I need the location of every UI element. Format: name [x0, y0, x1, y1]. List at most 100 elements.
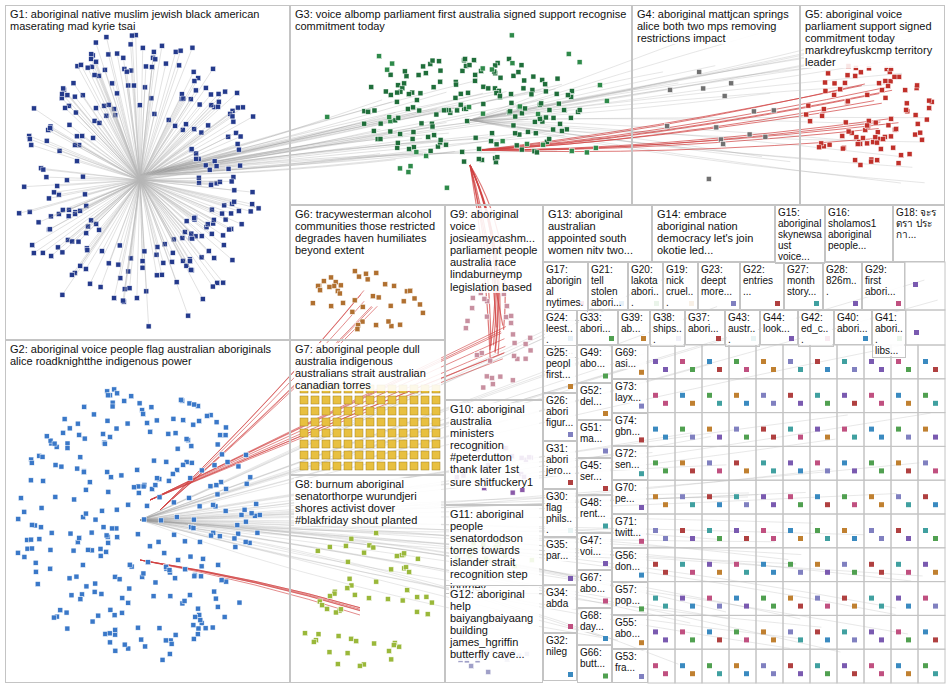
- vertex-icon: [854, 135, 859, 140]
- vertex-icon: [761, 596, 766, 601]
- vertex-icon: [798, 502, 803, 507]
- vertex-icon: [151, 49, 156, 54]
- vertex-icon: [815, 663, 820, 668]
- vertex-icon: [239, 222, 244, 227]
- vertex-icon: [609, 336, 614, 341]
- vertex-icon: [162, 551, 167, 556]
- spoke-line: [140, 180, 195, 217]
- vertex-icon: [173, 576, 178, 581]
- vertex-icon: [519, 111, 524, 116]
- vertex-icon: [206, 249, 211, 254]
- vertex-icon: [145, 560, 150, 565]
- group-box: G28: 826m...: [823, 262, 862, 310]
- vertex-icon: [352, 592, 357, 597]
- vertex-icon: [512, 340, 517, 345]
- vertex-icon: [434, 112, 439, 117]
- vertex-icon: [190, 45, 195, 50]
- vertex-icon: [883, 79, 888, 84]
- group-cell: [837, 379, 864, 413]
- vertex-icon: [89, 530, 94, 535]
- edge-line: [140, 104, 466, 175]
- vertex-icon: [107, 631, 112, 636]
- group-label: G33: abori...: [579, 312, 616, 334]
- vertex-icon: [137, 103, 142, 108]
- vertex-icon: [915, 121, 920, 126]
- group-label: G14: embrace aboriginal nation democracy…: [656, 208, 771, 256]
- spoke-line: [34, 180, 140, 253]
- spoke-line: [140, 159, 196, 180]
- vertex-icon: [663, 570, 668, 575]
- vertex-icon: [106, 102, 111, 107]
- vertex-icon: [141, 571, 146, 576]
- vertex-icon: [366, 462, 374, 470]
- vertex-icon: [906, 367, 911, 372]
- vertex-icon: [476, 157, 481, 162]
- vertex-icon: [865, 92, 870, 97]
- vertex-icon: [717, 637, 722, 642]
- vertex-icon: [217, 534, 222, 539]
- vertex-icon: [366, 396, 374, 404]
- vertex-icon: [707, 494, 712, 499]
- vertex-icon: [865, 123, 870, 128]
- vertex-icon: [333, 407, 341, 415]
- vertex-icon: [69, 272, 74, 277]
- vertex-icon: [388, 407, 396, 415]
- vertex-icon: [388, 418, 396, 426]
- vertex-icon: [734, 359, 739, 364]
- vertex-icon: [653, 460, 658, 465]
- vertex-icon: [157, 626, 162, 631]
- vertex-icon: [411, 145, 416, 150]
- spoke-line: [67, 95, 140, 180]
- vertex-icon: [875, 140, 880, 145]
- spoke-line: [140, 180, 203, 299]
- vertex-icon: [771, 604, 776, 609]
- vertex-icon: [419, 121, 424, 126]
- vertex-icon: [235, 141, 240, 146]
- vertex-icon: [399, 407, 407, 415]
- vertex-icon: [584, 150, 589, 155]
- vertex-icon: [170, 259, 175, 264]
- vertex-icon: [438, 79, 443, 84]
- vertex-icon: [639, 437, 644, 442]
- group-cell: [702, 379, 729, 413]
- vertex-icon: [397, 166, 402, 171]
- vertex-icon: [641, 336, 646, 341]
- vertex-icon: [376, 295, 381, 300]
- vertex-icon: [408, 288, 413, 293]
- vertex-icon: [75, 466, 80, 471]
- vertex-icon: [568, 480, 573, 485]
- vertex-icon: [183, 567, 188, 572]
- group-cell: [810, 649, 837, 683]
- vertex-icon: [333, 462, 341, 470]
- group-cell: [756, 446, 783, 480]
- group-cell: [729, 615, 756, 649]
- vertex-icon: [845, 100, 850, 105]
- edge-line: [140, 520, 678, 664]
- vertex-icon: [255, 530, 260, 535]
- spoke-line: [62, 94, 140, 180]
- vertex-icon: [899, 153, 904, 158]
- vertex-icon: [219, 578, 224, 583]
- edge-line: [140, 141, 562, 175]
- vertex-icon: [933, 401, 938, 406]
- group-box: G6: tracywesterman alcohol communities t…: [290, 205, 445, 340]
- edge-line: [140, 280, 924, 520]
- vertex-icon: [923, 393, 928, 398]
- vertex-icon: [556, 101, 561, 106]
- vertex-icon: [389, 567, 394, 572]
- spoke-line: [80, 180, 140, 266]
- spoke-line: [140, 66, 146, 180]
- vertex-icon: [852, 435, 857, 440]
- small-group-grid: [568, 262, 945, 683]
- vertex-icon: [729, 81, 734, 86]
- group-cell: [837, 615, 864, 649]
- vertex-icon: [411, 130, 416, 135]
- vertex-icon: [665, 124, 670, 129]
- vertex-icon: [171, 500, 176, 505]
- vertex-icon: [344, 462, 352, 470]
- vertex-icon: [852, 604, 857, 609]
- vertex-icon: [404, 74, 409, 79]
- vertex-icon: [62, 417, 67, 422]
- vertex-icon: [230, 258, 235, 263]
- vertex-icon: [193, 88, 198, 93]
